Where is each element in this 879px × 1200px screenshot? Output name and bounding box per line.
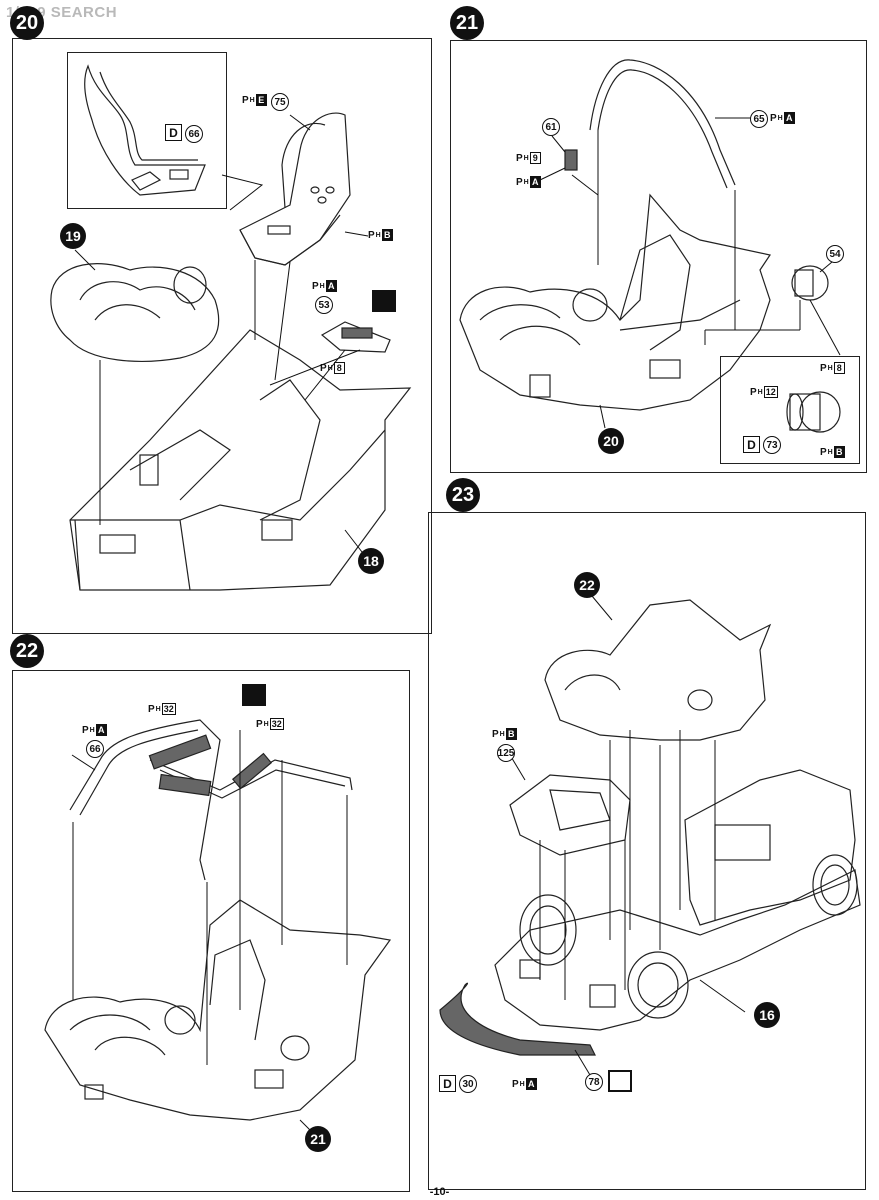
ph-sub: H	[499, 730, 505, 738]
paint-code-box: B	[833, 446, 845, 458]
ph-sub: H	[523, 154, 529, 162]
part-16-label: 16	[754, 1002, 780, 1028]
ph-sub: H	[519, 1080, 525, 1088]
decal-letter: D	[743, 436, 760, 453]
step-21-panel	[450, 40, 867, 473]
step-23-panel	[428, 512, 866, 1190]
part-number-125: 125	[497, 744, 515, 762]
part-number-54: 54	[826, 245, 844, 263]
paint-code-box: 9	[529, 152, 541, 164]
paint-code-box: 12	[763, 386, 778, 398]
paint-code-box: A	[325, 280, 337, 292]
ph-sub: H	[327, 364, 333, 372]
paint-code-box: A	[525, 1078, 537, 1090]
part-number-73: 73	[763, 436, 781, 454]
ph-sub: H	[375, 231, 381, 239]
cement-icon	[242, 684, 266, 706]
step-22-panel	[12, 670, 410, 1192]
decal-letter: D	[439, 1075, 456, 1092]
cut-icon	[608, 1070, 632, 1092]
part-number-78: 78	[585, 1073, 603, 1091]
paint-code-box: 8	[833, 362, 845, 374]
paint-code-box: 32	[269, 718, 284, 730]
ph-sub: H	[827, 364, 833, 372]
part-number-65: 65	[750, 110, 768, 128]
part-number-61: 61	[542, 118, 560, 136]
decal-tag-66: D	[165, 124, 182, 141]
ph-letter: P	[148, 703, 155, 715]
step-20-panel	[12, 38, 432, 634]
cement-icon	[372, 290, 396, 312]
paint-code-box: B	[505, 728, 517, 740]
step-20-inset	[67, 52, 227, 209]
step-number-21: 21	[450, 6, 484, 40]
ph-sub: H	[757, 388, 763, 396]
ph-letter: P	[820, 446, 827, 458]
paint-code-box: E	[255, 94, 267, 106]
part-number-75: 75	[271, 93, 289, 111]
ph-letter: P	[82, 724, 89, 736]
step-number-22: 22	[10, 634, 44, 668]
part-20-label: 20	[598, 428, 624, 454]
ph-letter: P	[242, 94, 249, 106]
ph-sub: H	[523, 178, 529, 186]
decal-tag-30: D	[439, 1075, 456, 1092]
ph-letter: P	[312, 280, 319, 292]
ph-letter: P	[512, 1078, 519, 1090]
ph-letter: P	[770, 112, 777, 124]
ph-sub: H	[777, 114, 783, 122]
paint-code-box: A	[529, 176, 541, 188]
ph-letter: P	[492, 728, 499, 740]
part-18-label: 18	[358, 548, 384, 574]
ph-letter: P	[750, 386, 757, 398]
part-number-66-b: 66	[86, 740, 104, 758]
ph-sub: H	[249, 96, 255, 104]
page-number: -10-	[429, 1186, 450, 1198]
decal-tag-73: D	[743, 436, 760, 453]
ph-sub: H	[319, 282, 325, 290]
ph-sub: H	[827, 448, 833, 456]
ph-sub: H	[155, 705, 161, 713]
part-number-53: 53	[315, 296, 333, 314]
ph-letter: P	[256, 718, 263, 730]
ph-letter: P	[516, 176, 523, 188]
part-number-66: 66	[185, 125, 203, 143]
paint-code-box: B	[381, 229, 393, 241]
step-number-23: 23	[446, 478, 480, 512]
paint-code-box: 32	[161, 703, 176, 715]
ph-sub: H	[89, 726, 95, 734]
ph-letter: P	[820, 362, 827, 374]
part-22-label: 22	[574, 572, 600, 598]
part-number-30: 30	[459, 1075, 477, 1093]
paint-code-box: A	[783, 112, 795, 124]
paint-code-box: 8	[333, 362, 345, 374]
ph-letter: P	[516, 152, 523, 164]
ph-letter: P	[320, 362, 327, 374]
paint-code-box: A	[95, 724, 107, 736]
ph-letter: P	[368, 229, 375, 241]
part-21-label: 21	[305, 1126, 331, 1152]
step-number-20: 20	[10, 6, 44, 40]
decal-letter: D	[165, 124, 182, 141]
ph-sub: H	[263, 720, 269, 728]
part-19-label: 19	[60, 223, 86, 249]
